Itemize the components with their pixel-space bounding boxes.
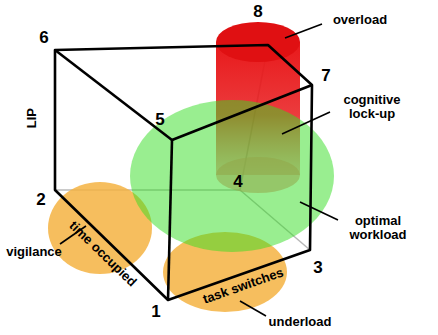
cube-edges xyxy=(55,45,312,300)
axis-label: LIP xyxy=(25,108,39,128)
callout-label: cognitive lock-up xyxy=(330,93,414,122)
callout-label: underload xyxy=(269,315,332,329)
callout-label: vigilance xyxy=(6,245,62,259)
callout-number: 2 xyxy=(36,191,45,210)
callout-number: 8 xyxy=(253,3,262,22)
cylinder-top xyxy=(216,22,300,62)
callout-label: optimal workload xyxy=(333,214,423,243)
callout-label: overload xyxy=(333,13,387,27)
callout-number: 6 xyxy=(39,29,48,48)
optimal-region xyxy=(130,100,334,252)
callout-number: 5 xyxy=(155,111,164,130)
callout-number: 3 xyxy=(313,259,322,278)
callout-number: 7 xyxy=(321,67,330,86)
callout-number: 1 xyxy=(151,303,160,322)
leader-lines xyxy=(60,24,338,316)
callout-number: 4 xyxy=(233,173,242,192)
